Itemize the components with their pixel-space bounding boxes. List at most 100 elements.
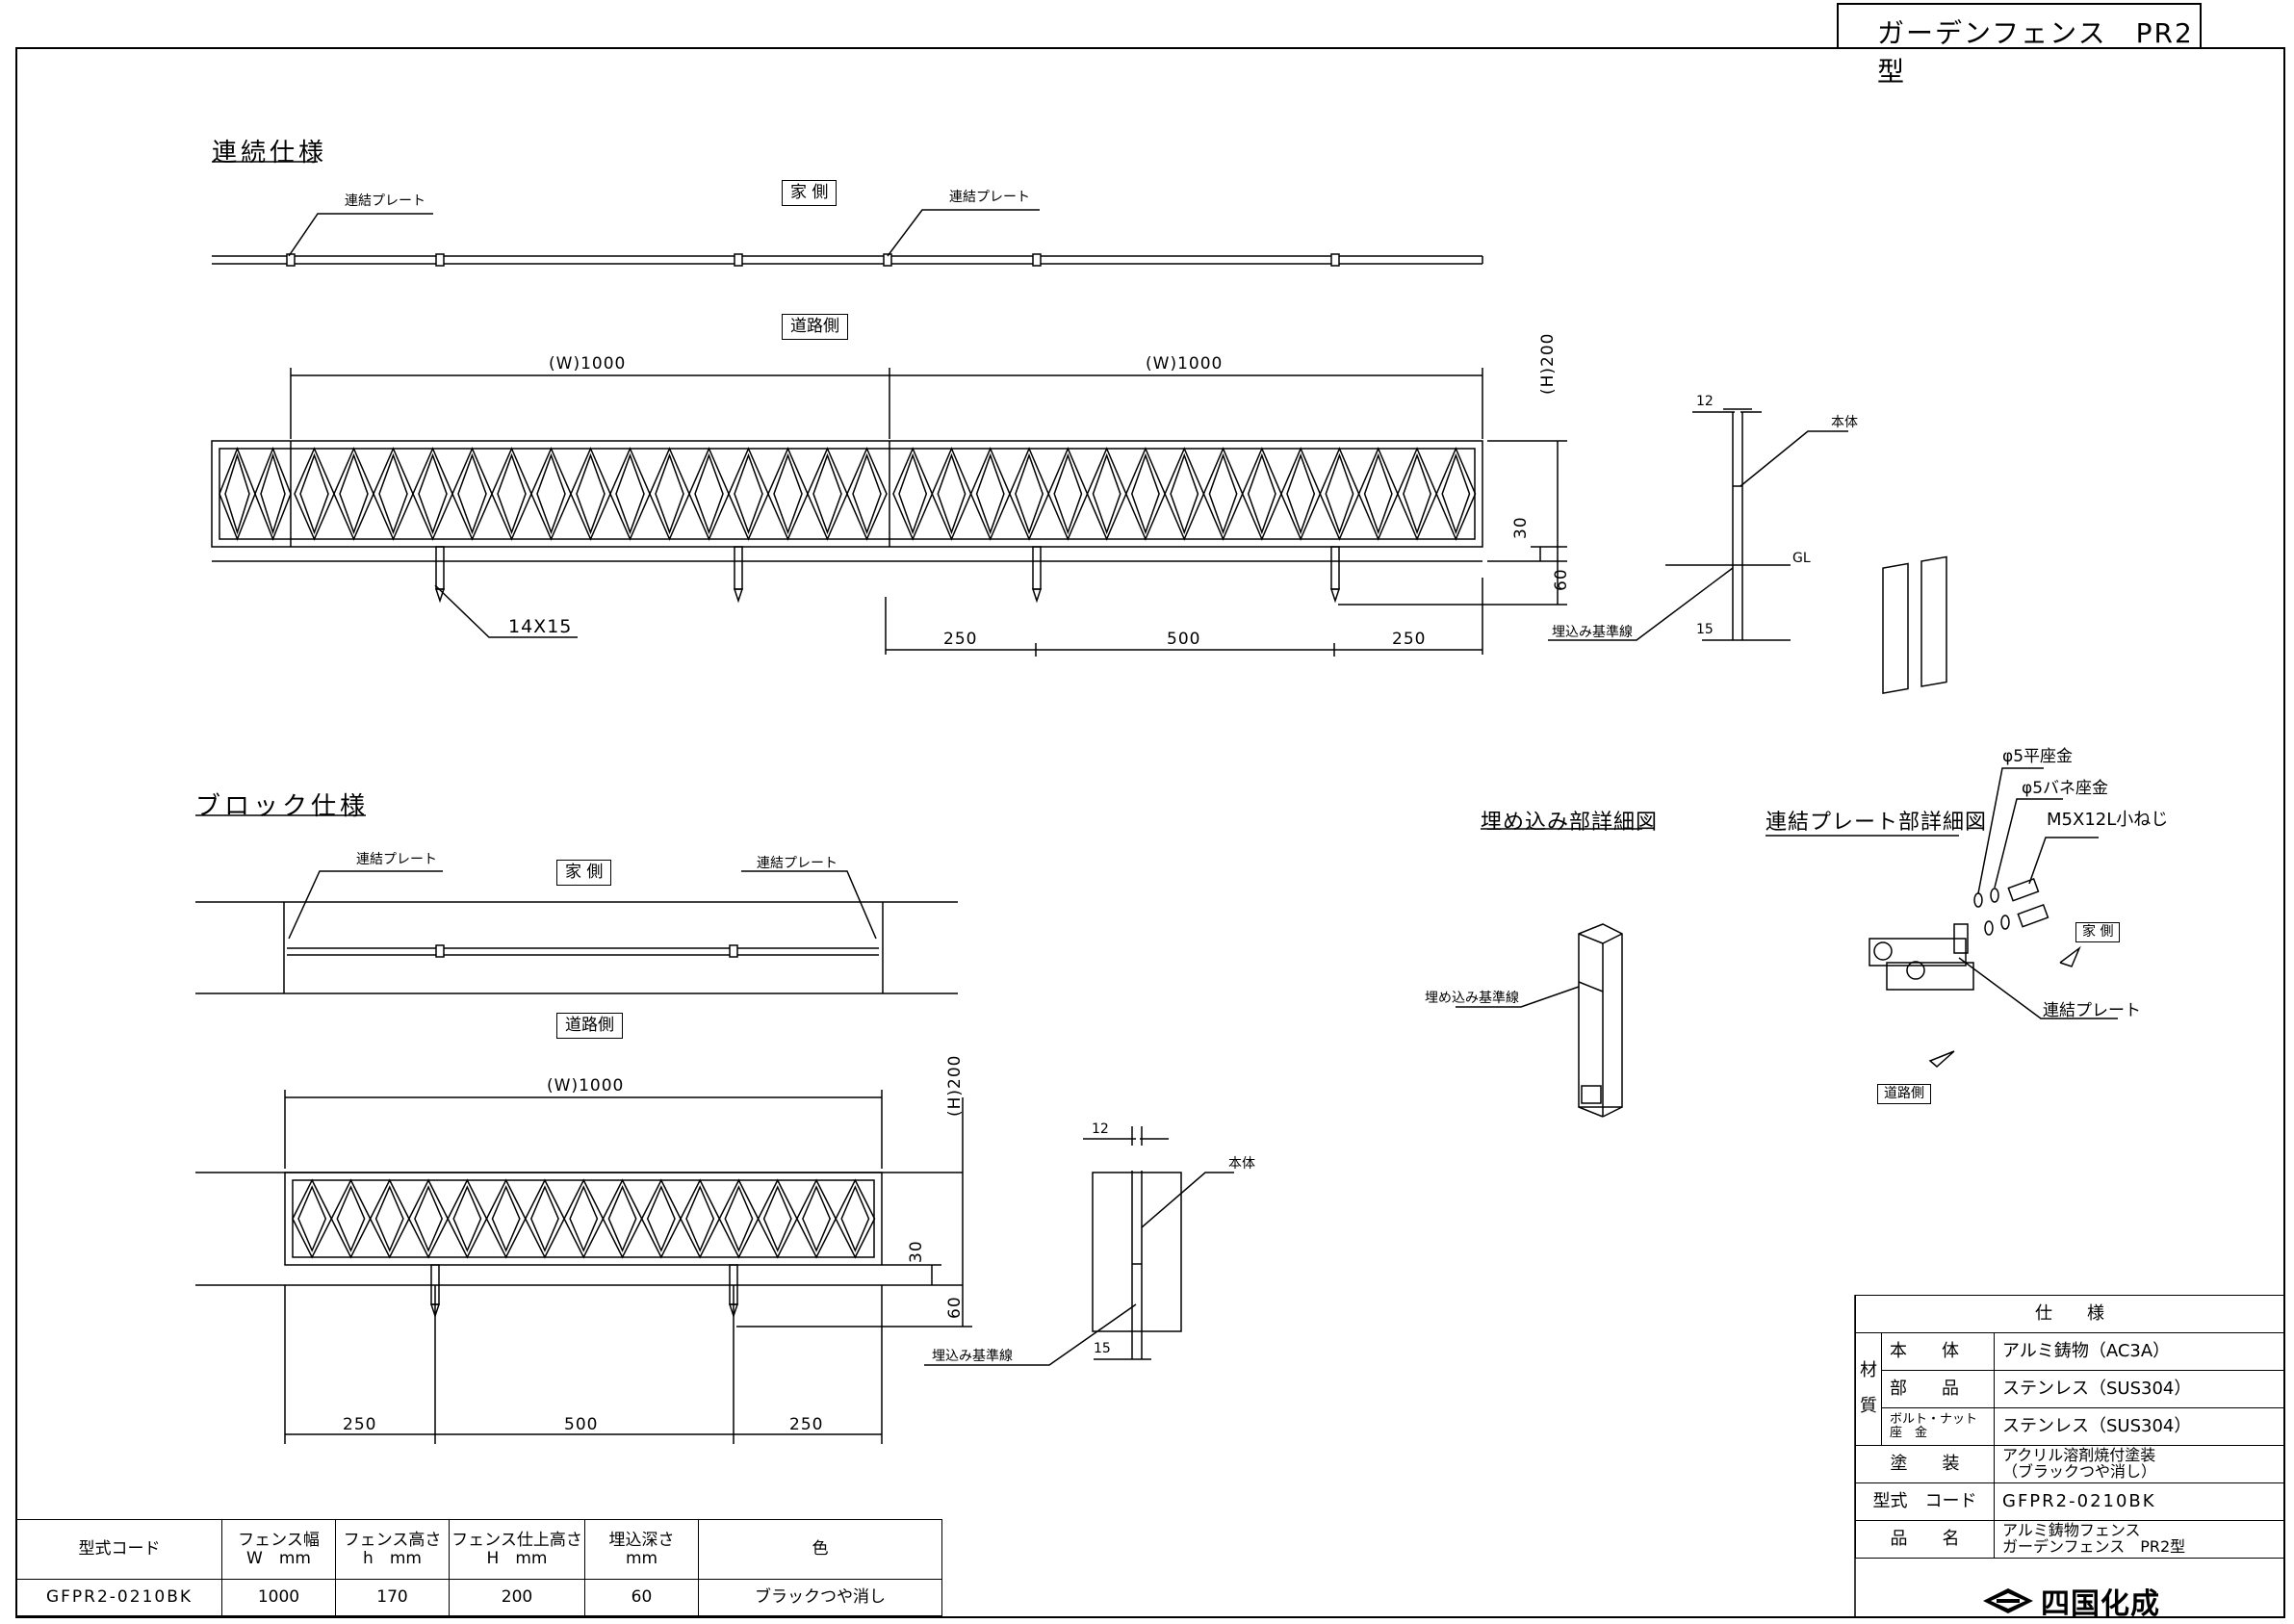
lattice-diamond-inner [1053, 452, 1083, 535]
lattice-diamond-inner [414, 1185, 444, 1252]
spec-coating-line-1: アクリル溶剤焼付塗装 [2002, 1446, 2156, 1465]
continuous-side-body: 本体 [1831, 415, 1858, 430]
continuous-side-12: 12 [1696, 394, 1714, 409]
lattice-diamond [1280, 447, 1322, 541]
lattice-diamond-inner [297, 1185, 327, 1252]
lattice-diamond-inner [1208, 452, 1238, 535]
block-width: (W)1000 [547, 1076, 625, 1096]
continuous-width-2: (W)1000 [1146, 354, 1224, 374]
lattice-diamond [330, 1178, 372, 1259]
block-height: (H)200 [945, 1054, 965, 1118]
spec-name-value: アルミ鋳物フェンス ガーデンフェンス PR2型 [1994, 1520, 2284, 1559]
continuous-plate-label-right: 連結プレート [949, 190, 1030, 205]
lattice-diamond-inner [762, 1185, 792, 1252]
lattice-diamond-inner [685, 1185, 715, 1252]
block-plate-label-left: 連結プレート [356, 852, 437, 867]
spec-material-char-1: 材 [1860, 1359, 1877, 1380]
lattice-diamond-inner [694, 452, 724, 535]
lattice-diamond-inner [773, 452, 803, 535]
burial-detail-baseline: 埋め込み基準線 [1425, 991, 1519, 1006]
logo-text: 四国化成 [2041, 1587, 2160, 1621]
lattice-diamond-inner [1092, 452, 1121, 535]
lattice-diamond-inner [1325, 452, 1354, 535]
lattice-diamond [931, 447, 972, 541]
lattice-diamond-inner [452, 1185, 482, 1252]
lattice-diamond [530, 447, 572, 541]
lattice-diamond [640, 1178, 682, 1259]
lattice-diamond-inner [224, 452, 250, 535]
spec-coating-value: アクリル溶剤焼付塗装 （ブラックつや消し） [1994, 1445, 2284, 1483]
lattice-diamond-inner [1015, 452, 1044, 535]
block-side-12: 12 [1092, 1121, 1109, 1137]
spec-code-label: 型式 コード [1855, 1482, 1995, 1521]
lattice-diamond-inner [852, 452, 882, 535]
continuous-title: 連続仕様 [212, 139, 328, 168]
code-header-height-2: h mm [363, 1548, 422, 1568]
lattice-diamond-inner [812, 452, 842, 535]
plate-detail-title: 連結プレート部詳細図 [1766, 811, 1988, 835]
lattice-diamond [807, 447, 848, 541]
lattice-diamond [485, 1178, 527, 1259]
lattice-diamond [1241, 447, 1282, 541]
code-header-depth: 埋込深さ mm [584, 1519, 699, 1580]
block-side-body: 本体 [1228, 1156, 1255, 1172]
stake-post [435, 546, 445, 590]
lattice-diamond-inner [975, 452, 1005, 535]
lattice-diamond [333, 447, 374, 541]
lattice-diamond-inner [937, 452, 967, 535]
lattice-diamond [292, 1178, 333, 1259]
continuous-height: (H)200 [1538, 332, 1558, 396]
spec-row-body-label: 本 体 [1881, 1332, 1995, 1371]
lattice-diamond [680, 1178, 721, 1259]
lattice-diamond-inner [576, 452, 606, 535]
lattice-diamond-inner [1286, 452, 1316, 535]
code-cell-width: 1000 [221, 1579, 336, 1616]
spec-name-line-1: アルミ鋳物フェンス [2002, 1521, 2141, 1540]
code-cell-finish: 200 [449, 1579, 585, 1616]
plate-detail-plate: 連結プレート [2043, 1001, 2141, 1020]
lattice-diamond [219, 446, 256, 542]
continuous-span-500: 500 [1167, 630, 1201, 649]
plate-detail-spring-washer: φ5バネ座金 [2022, 779, 2109, 798]
stake-tip [1031, 588, 1043, 604]
block-dim-60: 60 [945, 1296, 965, 1319]
plate-detail-road-side: 道路側 [1877, 1084, 1931, 1105]
drawing-title: ガーデンフェンス PR2型 [1877, 17, 2194, 88]
lattice-diamond-inner [898, 452, 928, 535]
lattice-diamond-inner [497, 452, 527, 535]
block-plate-label-right: 連結プレート [757, 856, 838, 871]
code-cell-depth: 60 [584, 1579, 699, 1616]
lattice-diamond [570, 447, 611, 541]
lattice-diamond-inner [734, 452, 763, 535]
lattice-diamond-inner [569, 1185, 599, 1252]
continuous-side-baseline: 埋込み基準線 [1552, 625, 1633, 640]
block-side-15: 15 [1094, 1341, 1111, 1356]
code-cell-code: GFPR2-0210BK [16, 1579, 222, 1616]
title-block: ガーデンフェンス PR2型 [1837, 3, 2202, 88]
continuous-side-gl: GL [1792, 551, 1811, 566]
lattice-diamond [1357, 447, 1399, 541]
lattice-diamond [412, 447, 453, 541]
spec-code-value: GFPR2-0210BK [1994, 1482, 2284, 1521]
lattice-diamond-inner [615, 452, 645, 535]
company-logo: 四国化成 [1983, 1585, 2160, 1621]
spec-name-label: 品 名 [1855, 1520, 1995, 1559]
lattice-diamond-inner [655, 452, 684, 535]
stake-post [1032, 546, 1042, 590]
block-house-side-label: 家 側 [556, 860, 612, 886]
lattice-diamond [1124, 447, 1166, 541]
code-cell-color: ブラックつや消し [698, 1579, 942, 1616]
lattice-diamond-inner [299, 452, 329, 535]
lattice-diamond-inner [1363, 452, 1393, 535]
continuous-post-size: 14X15 [508, 616, 573, 637]
lattice-diamond [451, 447, 493, 541]
lattice-diamond [688, 447, 730, 541]
continuous-plate-label-left: 連結プレート [345, 193, 425, 209]
lattice-diamond-inner [260, 452, 286, 535]
continuous-house-side-label: 家 側 [782, 180, 838, 206]
lattice-diamond-inner [336, 1185, 366, 1252]
lattice-diamond [1202, 447, 1244, 541]
lattice-diamond [602, 1178, 643, 1259]
continuous-dim-60: 60 [1552, 568, 1571, 591]
